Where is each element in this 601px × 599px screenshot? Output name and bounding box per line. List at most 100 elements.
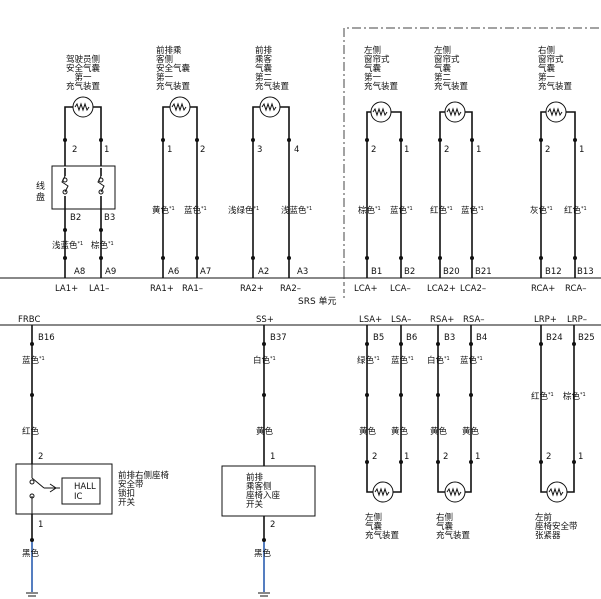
svg-text:棕色*1: 棕色*1 — [358, 205, 381, 216]
svg-text:4: 4 — [294, 145, 299, 155]
svg-text:RSA–: RSA– — [463, 315, 485, 325]
svg-text:2: 2 — [546, 452, 551, 462]
svg-text:A6: A6 — [168, 267, 179, 277]
svg-text:RSA+: RSA+ — [430, 315, 454, 325]
svg-text:前排右侧座椅安全带锁扣开关: 前排右侧座椅安全带锁扣开关 — [118, 470, 170, 508]
svg-text:B21: B21 — [475, 267, 492, 277]
svg-text:B4: B4 — [476, 333, 487, 343]
svg-text:B13: B13 — [577, 267, 594, 277]
svg-text:黄色: 黄色 — [462, 426, 480, 437]
svg-text:LRP–: LRP– — [567, 315, 587, 325]
svg-text:蓝色*1: 蓝色*1 — [22, 355, 45, 366]
svg-text:1: 1 — [475, 452, 480, 462]
svg-text:B2: B2 — [404, 267, 415, 277]
svg-text:右侧气囊充气装置: 右侧气囊充气装置 — [436, 512, 471, 541]
clock-spring-box — [51, 165, 116, 210]
svg-text:B37: B37 — [270, 333, 287, 343]
svg-text:LCA2+: LCA2+ — [427, 284, 456, 294]
squib-resistor-icon — [444, 481, 466, 503]
passenger-airbag-inflator-1: 前排乘客侧安全气囊第一充气装置 1 2 黄色*1 蓝色*1 A6 A7 RA1+… — [150, 45, 211, 294]
svg-text:2: 2 — [372, 452, 377, 462]
passenger-airbag-inflator-2: 前排乘客气囊第二充气装置 3 4 浅绿色*1 浅蓝色*1 A2 A3 RA2+ … — [228, 45, 312, 294]
svg-text:2: 2 — [545, 145, 550, 155]
svg-text:1: 1 — [578, 452, 583, 462]
svg-text:LA1–: LA1– — [89, 284, 109, 294]
svg-text:驾驶员侧安全气囊第一充气装置: 驾驶员侧安全气囊第一充气装置 — [66, 54, 101, 92]
svg-text:白色*1: 白色*1 — [253, 355, 276, 366]
curtain-section-dashed-frame — [343, 27, 601, 275]
svg-text:A9: A9 — [105, 267, 116, 277]
svg-text:红色*1: 红色*1 — [531, 391, 554, 402]
svg-text:红色*1: 红色*1 — [430, 205, 453, 216]
svg-text:RA1–: RA1– — [182, 284, 203, 294]
right-side-airbag-inflator: RSA+ RSA– B3 B4 白色*1 蓝色*1 黄色 黄色 2 1 右侧气囊… — [427, 315, 487, 541]
srs-unit-label: SRS 单元 — [298, 295, 337, 307]
svg-text:B16: B16 — [38, 333, 55, 343]
svg-text:浅蓝色*1: 浅蓝色*1 — [281, 205, 312, 216]
svg-text:RA2–: RA2– — [280, 284, 301, 294]
svg-text:RCA+: RCA+ — [531, 284, 555, 294]
svg-text:LCA2–: LCA2– — [460, 284, 486, 294]
svg-text:黄色: 黄色 — [359, 426, 377, 437]
right-curtain-airbag-inflator-1: 右侧窗帘式气囊第一充气装置 2 1 灰色*1 红色*1 B12 B13 RCA+… — [530, 45, 594, 294]
squib-resistor-icon — [259, 96, 281, 118]
svg-text:1: 1 — [404, 452, 409, 462]
svg-text:灰色*1: 灰色*1 — [530, 205, 553, 216]
svg-text:1: 1 — [579, 145, 584, 155]
svg-text:1: 1 — [404, 145, 409, 155]
svg-text:蓝色*1: 蓝色*1 — [390, 205, 413, 216]
svg-text:黄色: 黄色 — [256, 426, 274, 437]
svg-text:2: 2 — [371, 145, 376, 155]
svg-text:线盘: 线盘 — [36, 180, 45, 203]
svg-text:红色: 红色 — [22, 426, 40, 437]
svg-text:黑色: 黑色 — [22, 548, 40, 559]
svg-text:前排乘客气囊第二充气装置: 前排乘客气囊第二充气装置 — [255, 45, 290, 92]
squib-resistor-icon — [72, 96, 94, 118]
svg-text:前排乘客侧安全气囊第一充气装置: 前排乘客侧安全气囊第一充气装置 — [156, 45, 191, 92]
svg-text:RCA–: RCA– — [565, 284, 586, 294]
svg-text:2: 2 — [443, 452, 448, 462]
svg-text:蓝色*1: 蓝色*1 — [460, 355, 483, 366]
svg-text:IC: IC — [74, 492, 83, 502]
front-right-seatbelt-buckle-switch: FRBC B16 蓝色*1 红色 2 HALL IC 前排右侧座椅安全带锁扣开关… — [15, 315, 170, 597]
passenger-seat-occupancy-switch: SS+ B37 白色*1 黄色 1 前排乘客侧座椅入座开关 2 黑色 — [221, 315, 316, 597]
svg-text:B20: B20 — [443, 267, 460, 277]
squib-resistor-icon — [372, 481, 394, 503]
svg-text:1: 1 — [167, 145, 172, 155]
svg-text:棕色*1: 棕色*1 — [563, 391, 586, 402]
svg-text:RA2+: RA2+ — [240, 284, 264, 294]
squib-resistor-icon — [546, 481, 568, 503]
svg-text:黑色: 黑色 — [254, 548, 272, 559]
svg-text:LCA+: LCA+ — [354, 284, 378, 294]
left-curtain-airbag-inflator-2: 左侧窗帘式气囊第二充气装置 2 1 红色*1 蓝色*1 B20 B21 LCA2… — [427, 45, 492, 294]
squib-resistor-icon — [444, 101, 466, 123]
svg-text:1: 1 — [270, 452, 275, 462]
svg-text:2: 2 — [270, 520, 275, 530]
svg-text:LRP+: LRP+ — [534, 315, 557, 325]
svg-text:B6: B6 — [406, 333, 417, 343]
svg-text:A2: A2 — [258, 267, 269, 277]
svg-text:绿色*1: 绿色*1 — [357, 355, 380, 366]
svg-text:LCA–: LCA– — [390, 284, 411, 294]
svg-text:RA1+: RA1+ — [150, 284, 174, 294]
svg-text:黄色*1: 黄色*1 — [152, 205, 175, 216]
seat-switch-box — [221, 465, 316, 517]
svg-text:棕色*1: 棕色*1 — [91, 240, 114, 251]
svg-text:2: 2 — [444, 145, 449, 155]
svg-text:B25: B25 — [578, 333, 595, 343]
svg-text:白色*1: 白色*1 — [427, 355, 450, 366]
hall-ic-box — [61, 477, 101, 505]
svg-text:SS+: SS+ — [256, 315, 274, 325]
svg-text:FRBC: FRBC — [18, 315, 40, 325]
svg-text:B3: B3 — [104, 213, 115, 223]
svg-text:1: 1 — [476, 145, 481, 155]
left-front-seatbelt-pretensioner: LRP+ LRP– B24 B25 红色*1 棕色*1 2 1 左前座椅安全带张… — [531, 315, 595, 541]
svg-text:B3: B3 — [444, 333, 455, 343]
svg-text:浅蓝色*1: 浅蓝色*1 — [52, 240, 83, 251]
svg-text:B1: B1 — [371, 267, 382, 277]
svg-text:B5: B5 — [373, 333, 384, 343]
svg-text:红色*1: 红色*1 — [564, 205, 587, 216]
svg-text:右侧窗帘式气囊第一充气装置: 右侧窗帘式气囊第一充气装置 — [538, 45, 573, 92]
svg-text:蓝色*1: 蓝色*1 — [461, 205, 484, 216]
svg-text:B2: B2 — [70, 213, 81, 223]
